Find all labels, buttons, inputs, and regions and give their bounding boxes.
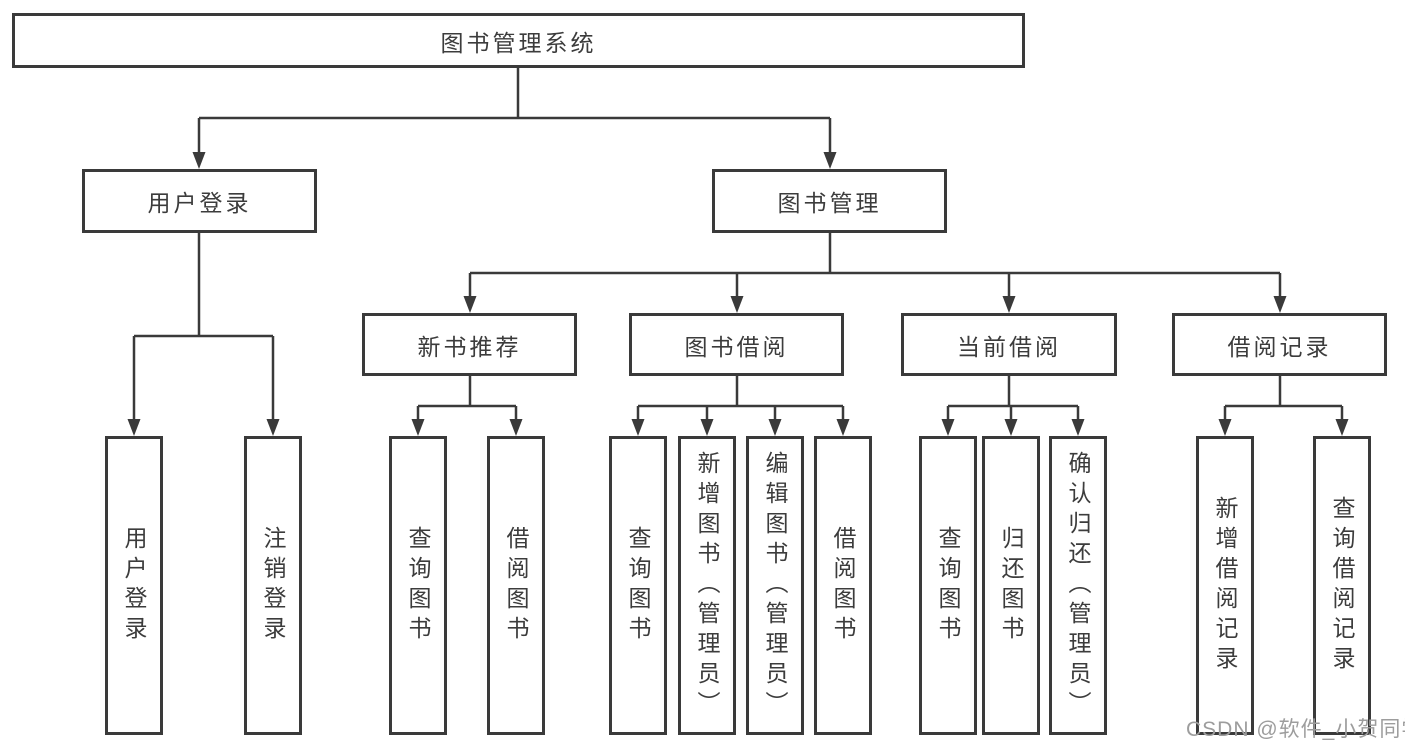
arrow-icon: [509, 419, 523, 436]
node-library-management-system: 图书管理系统: [12, 13, 1025, 68]
leaf-borrowing-edit-books-admin: 编辑图书（管理员）: [746, 436, 804, 735]
leaf-user-login: 用户登录: [105, 436, 163, 735]
arrow-icon: [836, 419, 850, 436]
arrow-icon: [266, 419, 280, 436]
arrow-icon: [1335, 419, 1349, 436]
arrow-icon: [768, 419, 782, 436]
node-new-book-recommendation: 新书推荐: [362, 313, 577, 376]
leaf-borrowing-query-books: 查询图书: [609, 436, 667, 735]
arrow-icon: [1071, 419, 1085, 436]
arrow-icon: [127, 419, 141, 436]
leaf-current-return-books: 归还图书: [982, 436, 1040, 735]
arrow-icon: [1004, 419, 1018, 436]
arrow-icon: [730, 296, 744, 313]
arrow-icon: [1218, 419, 1232, 436]
arrow-icon: [192, 152, 206, 169]
watermark-text: CSDN @软件_小贺同学: [1186, 718, 1405, 741]
leaf-logout: 注销登录: [244, 436, 302, 735]
leaf-records-add-borrow-record: 新增借阅记录: [1196, 436, 1254, 735]
arrow-icon: [463, 296, 477, 313]
arrow-icon: [411, 419, 425, 436]
arrow-icon: [700, 419, 714, 436]
node-book-management: 图书管理: [712, 169, 947, 233]
arrow-icon: [941, 419, 955, 436]
leaf-borrowing-add-books-admin: 新增图书（管理员）: [678, 436, 736, 735]
arrow-icon: [631, 419, 645, 436]
leaf-records-query-borrow-record: 查询借阅记录: [1313, 436, 1371, 735]
arrow-icon: [1273, 296, 1287, 313]
leaf-current-query-books: 查询图书: [919, 436, 977, 735]
node-user-login: 用户登录: [82, 169, 317, 233]
node-book-borrowing: 图书借阅: [629, 313, 844, 376]
arrow-icon: [823, 152, 837, 169]
leaf-recommend-borrow-books: 借阅图书: [487, 436, 545, 735]
leaf-recommend-query-books: 查询图书: [389, 436, 447, 735]
arrow-icon: [1002, 296, 1016, 313]
node-current-borrowing: 当前借阅: [901, 313, 1117, 376]
leaf-borrowing-borrow-books: 借阅图书: [814, 436, 872, 735]
leaf-current-confirm-return-admin: 确认归还（管理员）: [1049, 436, 1107, 735]
node-borrowing-records: 借阅记录: [1172, 313, 1387, 376]
